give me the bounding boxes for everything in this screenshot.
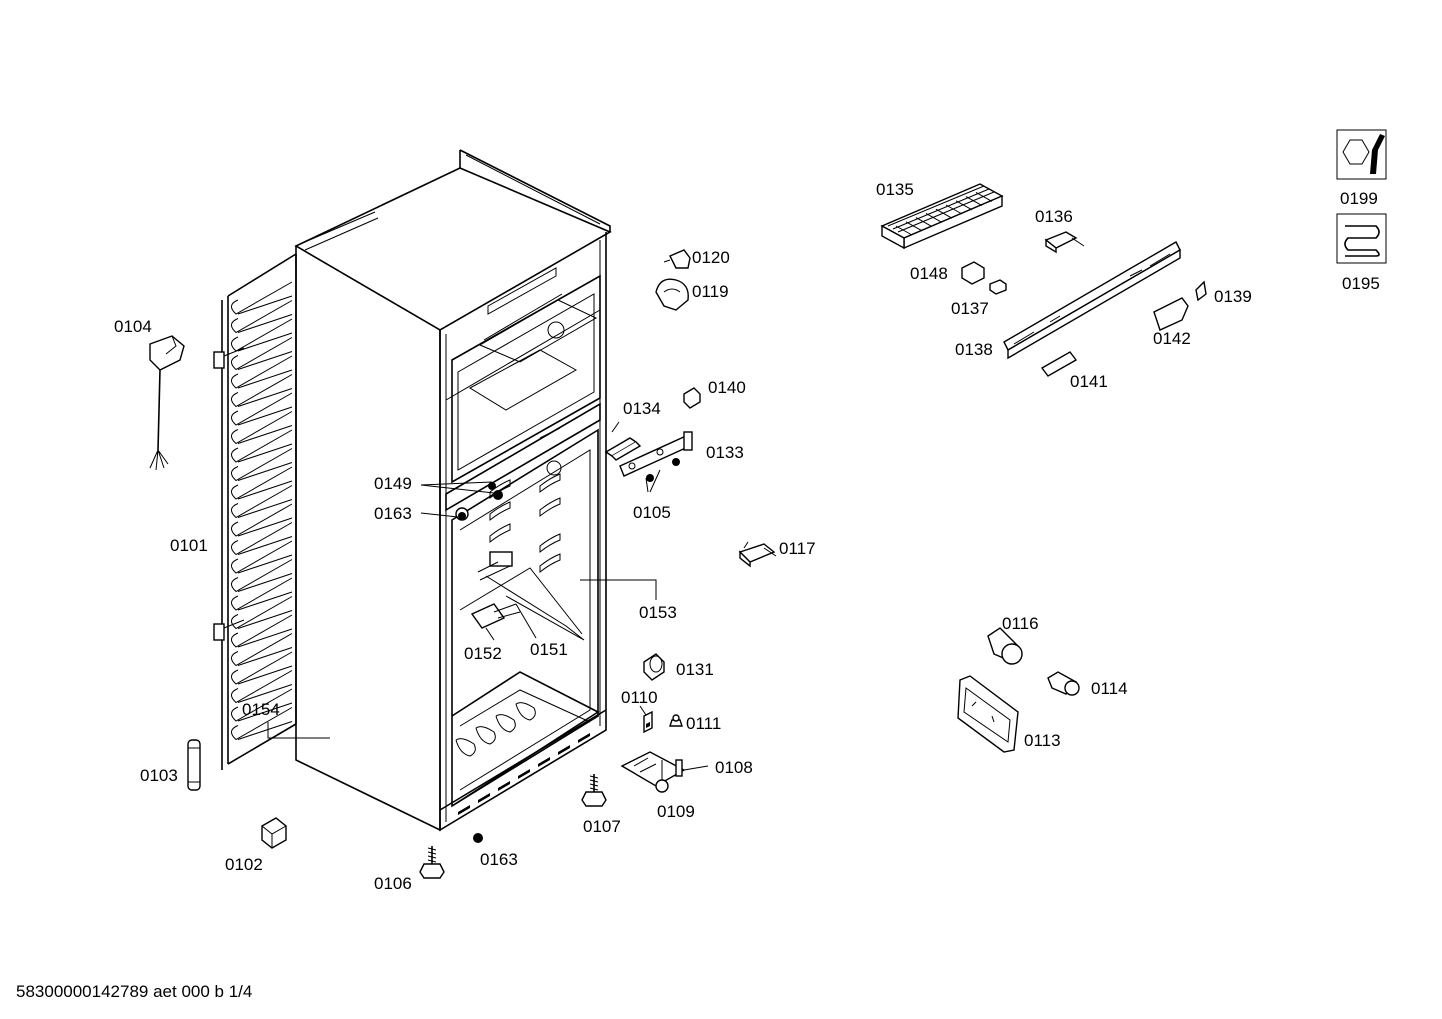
label-0135[interactable]: 0135 [876,180,914,199]
label-0142[interactable]: 0142 [1153,329,1191,348]
lower-hinge[interactable] [620,751,686,793]
label-0101[interactable]: 0101 [170,536,208,555]
label-0113[interactable]: 0113 [1024,731,1061,750]
label-0149[interactable]: 0149 [374,474,412,493]
label-0131[interactable]: 0131 [676,660,714,679]
thermostat[interactable] [1044,231,1085,254]
label-0106[interactable]: 0106 [374,874,412,893]
label-0137[interactable]: 0137 [951,299,989,318]
label-0163-top[interactable]: 0163 [374,504,412,523]
label-0151[interactable]: 0151 [530,640,568,659]
label-0114[interactable]: 0114 [1091,679,1128,698]
hinge-pin[interactable] [669,714,683,727]
label-0120[interactable]: 0120 [692,248,730,267]
screw-0163[interactable] [473,833,483,843]
label-0141[interactable]: 0141 [1070,372,1108,391]
label-0108[interactable]: 0108 [715,758,753,777]
clip-0139[interactable] [1195,280,1207,302]
evaporator-coil-icon [1336,213,1387,264]
nut-wrench-icon [1336,129,1387,180]
bushing[interactable] [643,653,665,681]
knob-shaft[interactable] [1047,671,1080,696]
power-cord[interactable] [149,335,185,471]
door-switch[interactable] [738,541,777,568]
control-board[interactable] [880,183,1004,250]
label-0109[interactable]: 0109 [657,802,695,821]
label-0116[interactable]: 0116 [1002,614,1039,633]
control-panel-cover[interactable] [957,675,1019,753]
label-0111[interactable]: 0111 [686,714,721,733]
label-0102[interactable]: 0102 [225,855,263,874]
cover-clip[interactable] [663,249,691,269]
label-0148[interactable]: 0148 [910,264,948,283]
label-0154[interactable]: 0154 [242,700,280,719]
label-0105[interactable]: 0105 [633,503,671,522]
label-0138[interactable]: 0138 [955,340,993,359]
label-0117[interactable]: 0117 [779,539,816,558]
upper-hinge[interactable] [604,431,693,482]
hinge-cover[interactable] [683,387,701,409]
hinge-bracket[interactable] [643,710,653,734]
label-0104[interactable]: 0104 [114,317,152,336]
label-0107[interactable]: 0107 [583,817,621,836]
label-0136[interactable]: 0136 [1035,207,1073,226]
label-0140[interactable]: 0140 [708,378,746,397]
label-0134[interactable]: 0134 [623,399,661,418]
label-0199[interactable]: 0199 [1340,189,1378,208]
adjustable-foot-front[interactable] [581,774,607,807]
light-cover[interactable] [1040,351,1078,377]
clip-block[interactable] [261,817,287,849]
label-0139[interactable]: 0139 [1214,287,1252,306]
lamp-shade[interactable] [1153,297,1189,331]
document-footer: 58300000142789 aet 000 b 1/4 [16,982,253,1001]
connector[interactable] [989,279,1007,295]
drain-plug[interactable] [187,739,201,791]
label-0153[interactable]: 0153 [639,603,677,622]
hinge-cap[interactable] [655,278,689,311]
label-0110[interactable]: 0110 [621,688,658,707]
lamp-socket[interactable] [961,261,985,285]
label-0152[interactable]: 0152 [464,644,502,663]
label-0103[interactable]: 0103 [140,766,178,785]
adjustable-foot[interactable] [419,846,445,879]
light-rail[interactable] [1003,241,1181,360]
part-labels: 0104 0101 0154 0103 0102 0106 0163 0149 … [114,180,1380,893]
label-0119[interactable]: 0119 [692,282,729,301]
leader-lines [267,421,709,771]
thermostat-knob[interactable] [987,627,1023,665]
refrigerator-cabinet[interactable] [294,149,612,832]
label-0195[interactable]: 0195 [1342,274,1380,293]
label-0163-bottom[interactable]: 0163 [480,850,518,869]
label-0133[interactable]: 0133 [706,443,744,462]
